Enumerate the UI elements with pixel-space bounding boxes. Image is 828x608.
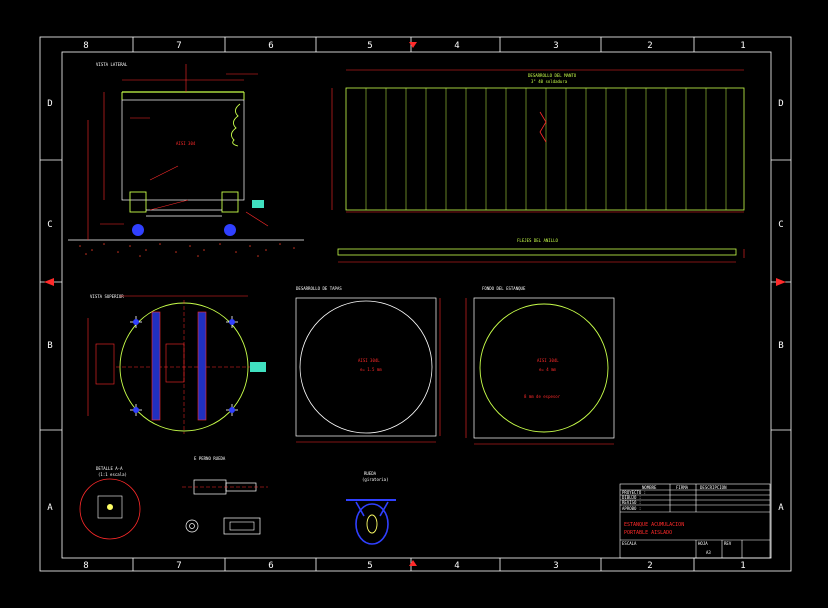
- title-block-header-description: DESCRIPCION: [700, 485, 727, 490]
- side-view: VISTA LATERAL AISI 304: [68, 62, 304, 257]
- detail-b-title: E PERNO RUEDA: [194, 456, 226, 461]
- row-label-right-a: A: [778, 503, 784, 513]
- shell-segment-lines: [365, 88, 727, 210]
- title-block: [619, 483, 771, 559]
- shell-development: DESARROLLO DEL MANTO 3" 40 soldadura: [331, 69, 745, 213]
- head2-note: 8 mm de espesor: [524, 394, 561, 399]
- col-label-bottom-8: 8: [83, 561, 88, 571]
- title-block-header-signature: FIRMA: [676, 485, 689, 490]
- col-label-top-8: 8: [83, 41, 88, 51]
- col-label-top-3: 3: [553, 41, 558, 51]
- row-label-right-b: B: [778, 341, 783, 351]
- col-label-bottom-1: 1: [740, 561, 745, 571]
- title-block-scale-label: ESCALA: [622, 541, 637, 546]
- col-label-top-2: 2: [647, 41, 652, 51]
- detail-a-a: DETALLE A-A (1:1 escala): [79, 466, 141, 540]
- title-block-project-line1: ESTANQUE ACUMULACION: [624, 522, 684, 528]
- row-label-left-d: D: [47, 99, 52, 109]
- shell-title: DESARROLLO DEL MANTO: [528, 73, 577, 78]
- side-view-title: VISTA LATERAL: [96, 62, 128, 67]
- head2-thickness: e= 4 mm: [539, 367, 556, 372]
- column-ticks: [40, 37, 791, 571]
- col-label-bottom-5: 5: [367, 561, 372, 571]
- col-label-top-7: 7: [176, 41, 181, 51]
- title-block-header-name: NOMBRE: [642, 485, 657, 490]
- col-label-bottom-2: 2: [647, 561, 652, 571]
- head-development: DESARROLLO DE TAPAS AISI 304L e= 1.5 mm: [295, 286, 441, 443]
- col-label-bottom-6: 6: [268, 561, 273, 571]
- col-label-bottom-3: 3: [553, 561, 558, 571]
- wheel-title: RUEDA: [364, 471, 377, 476]
- col-label-bottom-7: 7: [176, 561, 181, 571]
- band-strip: FLEJES DEL ANILLO: [337, 238, 745, 263]
- col-label-top-6: 6: [268, 41, 273, 51]
- col-label-bottom-4: 4: [454, 561, 459, 571]
- wheel-detail: RUEDA (giratoria): [346, 471, 396, 545]
- head1-thickness: e= 1.5 mm: [360, 367, 382, 372]
- detail-a-title: DETALLE A-A: [96, 466, 123, 471]
- row-label-left-b: B: [47, 341, 52, 351]
- title-block-row-checked: REVISO :: [622, 500, 641, 505]
- row-label-right-d: D: [778, 99, 783, 109]
- row-label-left-a: A: [47, 503, 53, 513]
- head2-material: AISI 304L: [537, 358, 559, 363]
- ground-hatch: [79, 243, 295, 257]
- side-view-material-label: AISI 304: [176, 141, 196, 146]
- band-title: FLEJES DEL ANILLO: [517, 238, 559, 243]
- col-label-top-4: 4: [454, 41, 459, 51]
- title-block-row-drawn: DIBUJO :: [622, 495, 641, 500]
- bolt-detail: E PERNO RUEDA: [182, 456, 268, 535]
- top-view-title: VISTA SUPERIOR: [90, 294, 124, 299]
- title-block-project-line2: PORTABLE AISLADO: [624, 530, 672, 536]
- shell-subtitle: 3" 40 soldadura: [531, 79, 568, 84]
- head1-material: AISI 304L: [358, 358, 380, 363]
- head2-title: FONDO DEL ESTANQUE: [482, 286, 526, 291]
- sheet-frame: [39, 36, 792, 572]
- col-label-top-1: 1: [740, 41, 745, 51]
- wheel-subtitle: (giratoria): [362, 477, 389, 482]
- detail-a-subtitle: (1:1 escala): [98, 472, 127, 477]
- title-block-sheet-label: HOJA: [698, 541, 708, 546]
- col-label-top-5: 5: [367, 41, 372, 51]
- title-block-rev-label: REV: [724, 541, 732, 546]
- bottom-development: FONDO DEL ESTANQUE AISI 304L e= 4 mm 8 m…: [465, 286, 615, 445]
- title-block-row-approved: APROBO :: [622, 506, 641, 511]
- center-arrow-markers: [44, 42, 786, 566]
- row-label-right-c: C: [778, 220, 783, 230]
- title-block-row-project: PROYECTO :: [622, 490, 646, 495]
- top-view: VISTA SUPERIOR: [87, 294, 266, 434]
- head1-title: DESARROLLO DE TAPAS: [296, 286, 342, 291]
- title-block-size-value: A3: [706, 550, 711, 555]
- row-label-left-c: C: [47, 220, 52, 230]
